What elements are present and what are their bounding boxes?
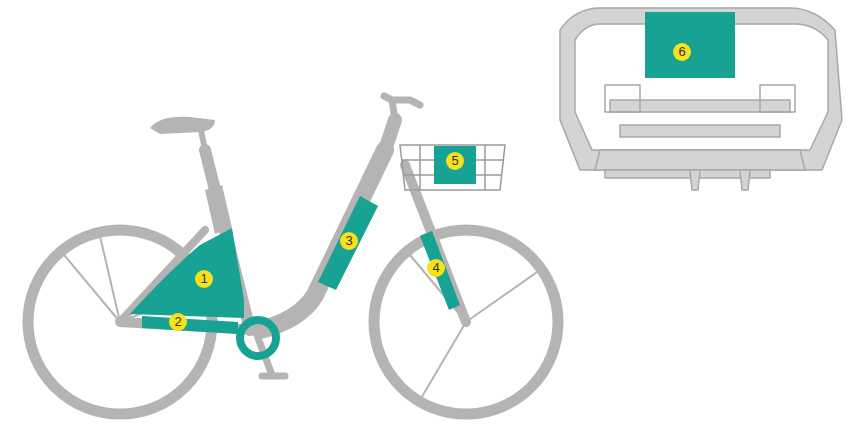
basket-side <box>400 145 505 190</box>
basket-front-panel <box>645 12 735 78</box>
down-tube-panel <box>318 196 378 290</box>
callout-number: 5 <box>446 152 464 170</box>
chainstay-panel <box>142 316 238 334</box>
frame-panel <box>130 228 244 318</box>
battery <box>205 185 232 234</box>
handlebar <box>384 96 420 120</box>
callout-number: 1 <box>195 270 213 288</box>
rear-wheel <box>28 230 212 414</box>
callout-number: 4 <box>427 259 445 277</box>
fork-panel <box>420 231 460 310</box>
basket-front <box>560 8 842 190</box>
basket-panel <box>434 146 476 184</box>
callout-number: 6 <box>673 43 691 61</box>
chainring <box>240 320 276 356</box>
fork <box>405 165 466 322</box>
down-tube <box>260 150 385 330</box>
saddle <box>150 117 215 134</box>
head-tube <box>385 120 395 150</box>
callout-number: 3 <box>340 232 358 250</box>
callout-number: 2 <box>169 313 187 331</box>
